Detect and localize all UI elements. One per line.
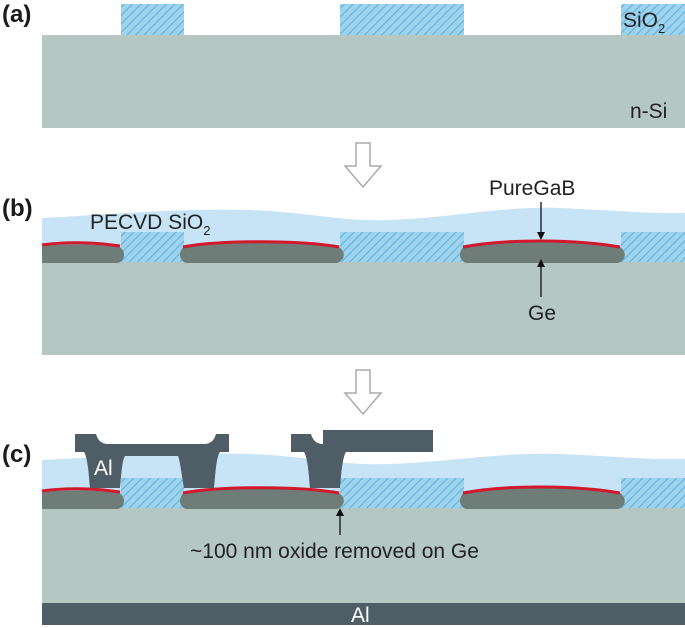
field-oxide-c-3 [621, 478, 685, 508]
panel-b: (b) PECVD SiO2 PureGaB Ge [2, 177, 685, 355]
down-arrow-icon [343, 369, 383, 416]
sio2-label-a: SiO2 [623, 9, 665, 36]
field-oxide-a-3 [621, 4, 685, 35]
field-oxide-a-2 [340, 4, 464, 35]
oxide-removed-pointer-arrow [336, 508, 344, 535]
pecvd-sio2-label: PECVD SiO2 [90, 211, 210, 238]
ge-label: Ge [528, 302, 556, 325]
al-backside-contact [42, 603, 685, 625]
field-oxide-c-2 [340, 478, 464, 508]
ge-island-c-1 [42, 490, 124, 509]
puregab-label: PureGaB [489, 177, 575, 200]
down-arrow-2 [343, 369, 383, 416]
silicon-substrate-a [42, 35, 685, 128]
puregab-layer-c-2 [182, 486, 340, 495]
silicon-substrate-c [42, 508, 685, 603]
al-contact-label: Al [94, 457, 113, 480]
puregab-layer-b-2 [182, 240, 340, 249]
field-oxide-b-1 [121, 232, 184, 262]
down-arrow-1 [343, 142, 383, 189]
silicon-substrate-b [42, 254, 685, 355]
field-oxide-a-1 [121, 4, 184, 35]
ge-pointer-arrow [537, 259, 545, 297]
puregab-layer-b-3 [462, 239, 621, 249]
al-contact-left [75, 434, 229, 488]
puregab-layer-c-1 [41, 487, 121, 494]
field-oxide-b-3 [621, 232, 685, 262]
ge-island-c-2 [180, 488, 344, 509]
ge-island-b-2 [180, 242, 344, 263]
puregab-pointer-arrow [537, 202, 545, 240]
field-oxide-b-2 [340, 232, 464, 262]
al-backside-label: Al [351, 604, 370, 627]
panel-label-c: (c) [2, 441, 31, 468]
panel-label-b: (b) [2, 195, 33, 222]
n-si-label: n-Si [630, 100, 667, 123]
puregab-layer-b-1 [41, 241, 121, 248]
down-arrow-icon [343, 142, 383, 189]
oxide-removed-label: ~100 nm oxide removed on Ge [190, 540, 479, 563]
panel-c: (c) Al ~100 nm oxide removed on Ge Al [2, 430, 685, 627]
ge-island-b-3 [460, 242, 625, 263]
ge-island-c-3 [460, 488, 625, 509]
ge-island-b-1 [42, 244, 124, 263]
puregab-layer-c-3 [462, 485, 621, 495]
panel-a: (a) SiO2 n-Si [2, 1, 685, 128]
field-oxide-c-1 [121, 478, 184, 508]
panel-label-a: (a) [2, 1, 31, 28]
al-contact-right [291, 430, 433, 488]
